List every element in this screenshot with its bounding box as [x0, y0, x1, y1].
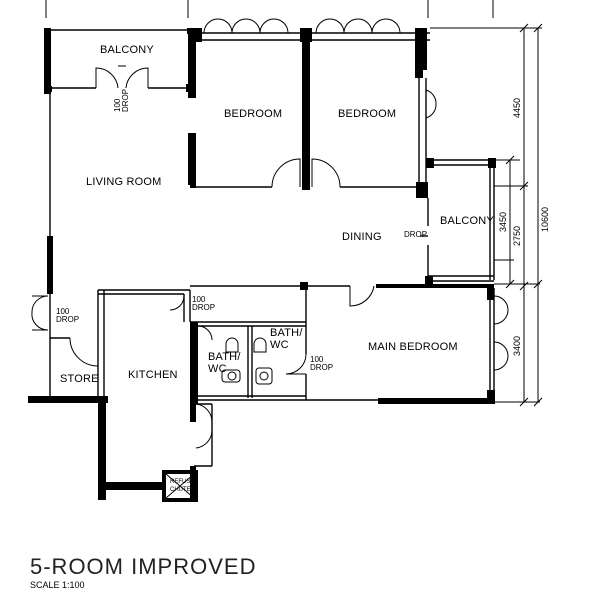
- label-bath-wc-1-line2: WC: [208, 363, 227, 375]
- walls: [28, 28, 496, 502]
- dim-3450: 3450: [498, 212, 508, 232]
- label-balcony-right: BALCONY: [440, 215, 494, 227]
- label-refuse-line1: REFUSE: [170, 479, 194, 485]
- label-balcony-drop-word: DROP: [121, 89, 130, 112]
- label-store-drop-num: 100: [56, 307, 70, 316]
- dim-2750: 2750: [512, 226, 522, 246]
- dim-3400: 3400: [512, 336, 522, 356]
- label-bath-wc-2-line2: WC: [270, 339, 289, 351]
- label-bath-drop-num: 100: [310, 355, 324, 364]
- label-dining: DINING: [342, 231, 382, 243]
- label-kitchen: KITCHEN: [128, 369, 178, 381]
- label-bath-wc-2-line1: BATH/: [270, 327, 303, 339]
- dim-10600: 10600: [540, 207, 550, 232]
- label-bath-wc-1-line1: BATH/: [208, 351, 241, 363]
- label-balcony-drop-num: 100: [113, 98, 122, 112]
- top-guide-lines: [45, 0, 494, 18]
- label-living-room: LIVING ROOM: [86, 176, 162, 188]
- bath-fixtures: [221, 337, 273, 385]
- label-bath-drop-word: DROP: [310, 363, 333, 372]
- label-store: STORE: [60, 373, 99, 385]
- label-bedroom-1: BEDROOM: [224, 108, 282, 120]
- plan-scale: SCALE 1:100: [30, 580, 85, 590]
- label-dining-drop: DROP: [404, 230, 427, 239]
- plan-title: 5-ROOM IMPROVED: [30, 554, 256, 579]
- dimension-lines: [430, 23, 543, 407]
- label-balcony-top: BALCONY: [100, 44, 154, 56]
- label-main-bedroom: MAIN BEDROOM: [368, 341, 458, 353]
- label-refuse-line2: CHUTE: [170, 487, 191, 493]
- label-kitchen-drop-word: DROP: [192, 303, 215, 312]
- label-store-drop-word: DROP: [56, 315, 79, 324]
- doors: [31, 18, 509, 449]
- label-kitchen-drop-num: 100: [192, 295, 206, 304]
- label-bedroom-2: BEDROOM: [338, 108, 396, 120]
- dim-4450: 4450: [512, 98, 522, 118]
